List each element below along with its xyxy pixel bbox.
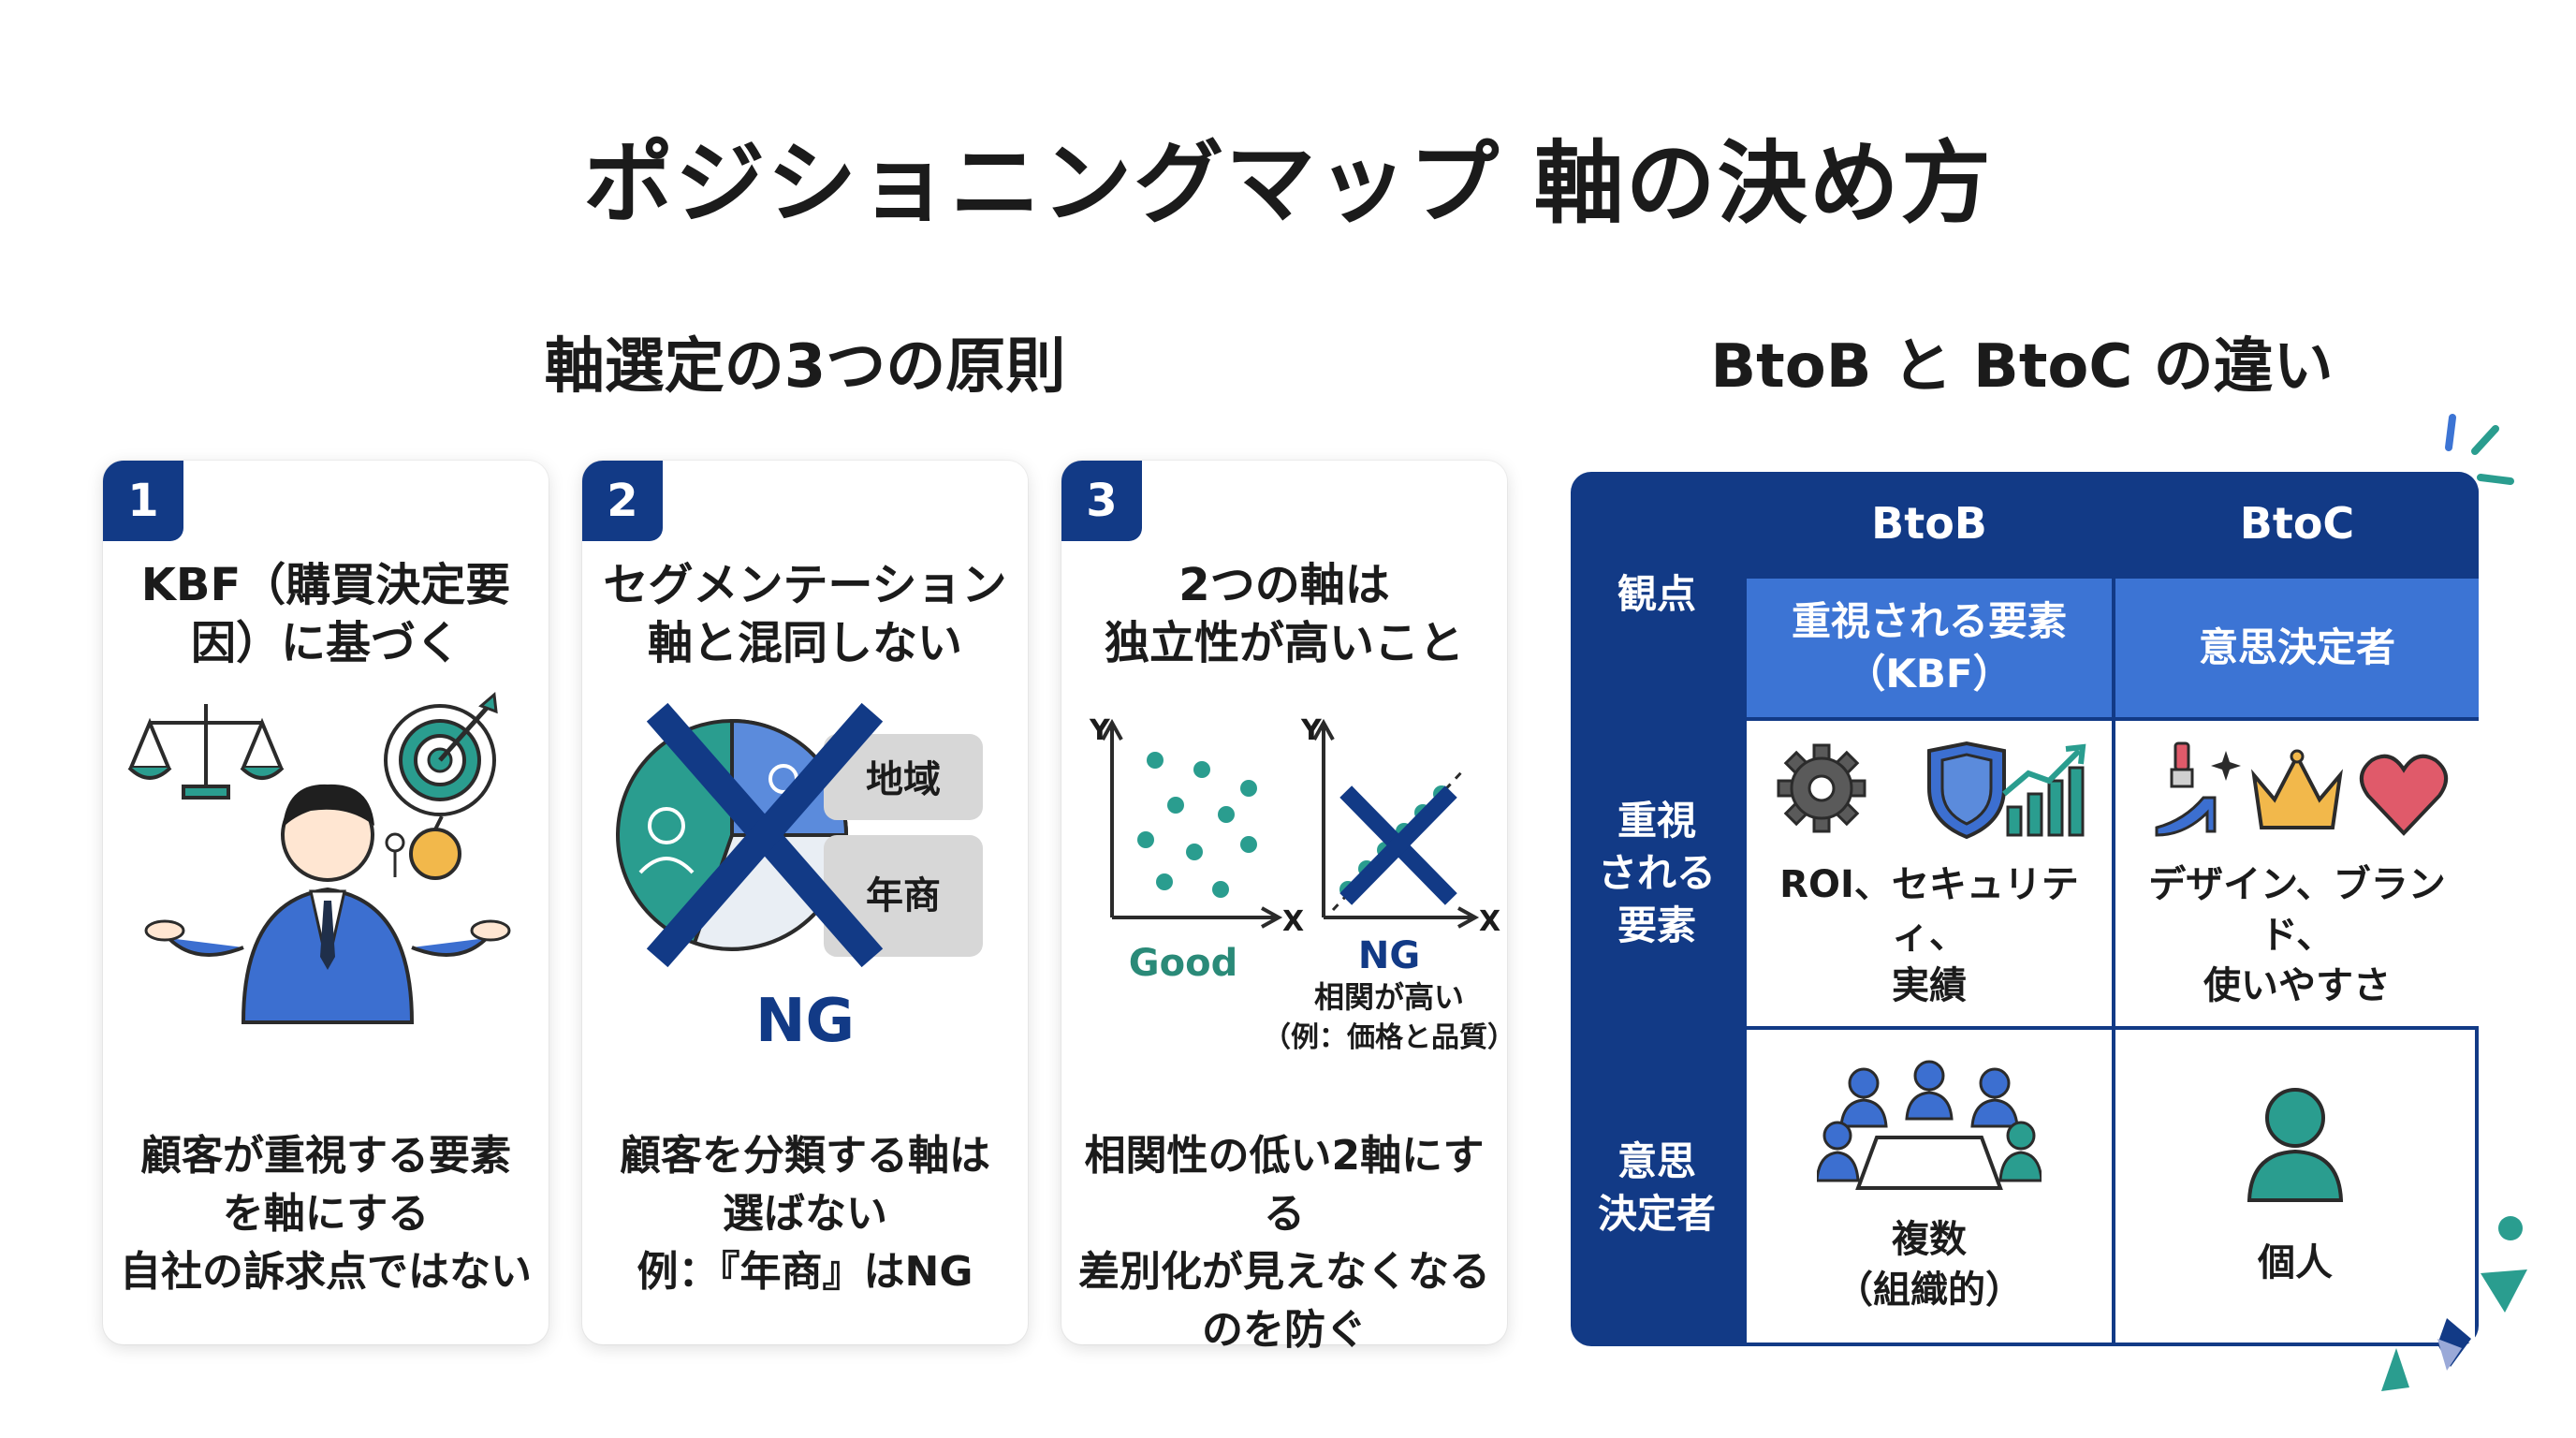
card-description: 顧客が重視する要素 を軸にする 自社の訴求点ではない: [120, 1132, 532, 1296]
axis-independence-illustration: Y X Good Y X: [1089, 714, 1507, 1054]
sub-header-btoc: 意思決定者: [2115, 579, 2479, 717]
businessman-icon: [144, 784, 511, 1024]
ng-cross-icon: [646, 702, 884, 968]
good-scatter-plot: Y X Good: [1089, 714, 1304, 985]
confetti-top-decoration: [2445, 414, 2514, 485]
cell-btob-decision-maker: 複数 （組織的）: [1747, 1030, 2112, 1343]
ng-cross-icon: [1339, 785, 1457, 905]
crown-icon: [2251, 749, 2343, 829]
row-header-decision-maker: 意思 決定者: [1597, 1138, 1716, 1237]
axis-x-label: X: [1282, 905, 1304, 938]
confetti-bottom-decoration: [2381, 1216, 2527, 1391]
btoc-factor-text: デザイン、ブランド、 使いやすさ: [2148, 863, 2446, 1007]
cell-btoc-key-factors: デザイン、ブランド、 使いやすさ: [2115, 721, 2479, 1026]
individual-person-icon: [2247, 1088, 2344, 1202]
right-section-heading: BtoB と BtoC の違い: [1710, 332, 2334, 402]
card-number-badge: 2: [582, 461, 663, 541]
left-section-heading: 軸選定の3つの原則: [544, 332, 1066, 402]
customer-kbf-illustration: [127, 692, 511, 1024]
card-title: KBF（購買決定要 因）に基づく: [140, 559, 511, 669]
axis-x-label: X: [1479, 905, 1500, 938]
btob-factor-icons: [1777, 741, 2086, 839]
btoc-decision-text: 個人: [2258, 1241, 2333, 1284]
card-description: 相関性の低い2軸にする 差別化が見えなくなる のを防ぐ: [1078, 1132, 1490, 1354]
cell-btoc-decision-maker: 個人: [2115, 1030, 2475, 1343]
principle-card-3: 3 2つの軸は 独立性が高いこと Y X Good: [1061, 461, 1507, 1354]
btoc-factor-icons: [2155, 741, 2448, 837]
shield-icon: [1927, 741, 2006, 839]
tag-label-region: 地域: [866, 758, 941, 801]
row-header-key-factors: 重視 される 要素: [1597, 798, 1716, 948]
lipstick-heel-icon: [2155, 741, 2241, 837]
card-number-badge: 3: [1061, 461, 1142, 541]
gear-icon: [1777, 743, 1866, 833]
ng-scatter-plot: Y X NG 相関が高い （例：価格と品質）: [1263, 714, 1507, 1054]
scatter-points-dispersed: [1137, 752, 1257, 898]
row-header-viewpoint: 観点: [1617, 571, 1696, 617]
cell-btob-key-factors: ROI、セキュリティ、 実績: [1747, 721, 2112, 1026]
principle-card-2: 2 セグメンテーション 軸と混同しない 地域 年商 NG 顧客を分類する軸は 選…: [582, 461, 1028, 1344]
col-header-btoc: BtoC: [2115, 472, 2479, 575]
group-meeting-icon: [1817, 1060, 2042, 1190]
balance-scale-icon: [127, 704, 285, 800]
btob-factor-text: ROI、セキュリティ、 実績: [1779, 863, 2079, 1007]
card-title: 2つの軸は 独立性が高いこと: [1104, 559, 1464, 669]
axis-y-label: Y: [1089, 714, 1111, 747]
good-label: Good: [1129, 942, 1237, 985]
card-description: 顧客を分類する軸は 選ばない 例：『年商』はNG: [620, 1132, 990, 1296]
tag-label-revenue: 年商: [866, 874, 941, 917]
ng-label: NG: [755, 987, 855, 1056]
ng-note-line: 相関が高い: [1314, 979, 1464, 1015]
col-header-btob: BtoB: [1747, 472, 2112, 575]
heart-icon: [2360, 754, 2448, 836]
segment-pie-icon: [616, 718, 849, 951]
axis-y-label: Y: [1300, 714, 1323, 747]
target-icon: [384, 692, 498, 816]
segment-tag-boxes: 地域 年商: [824, 734, 983, 957]
segmentation-ng-illustration: 地域 年商 NG: [616, 702, 983, 1056]
ng-note-line: （例：価格と品質）: [1263, 1021, 1507, 1054]
ng-label: NG: [1358, 934, 1420, 977]
sub-header-btob: 重視される要素 （KBF）: [1747, 579, 2112, 717]
card-title: セグメンテーション 軸と混同しない: [603, 559, 1007, 669]
growth-chart-icon: [2002, 743, 2086, 837]
btob-btoc-comparison-table: 観点 BtoB BtoC 重視される要素 （KBF） 意思決定者 重視 される …: [1571, 472, 2479, 1346]
card-number-badge: 1: [103, 461, 183, 541]
btob-decision-text: 複数 （組織的）: [1836, 1218, 2023, 1312]
apple-icon: [385, 815, 461, 880]
principle-card-1: 1 KBF（購買決定要 因）に基づく: [103, 461, 549, 1344]
page-title: ポジショニングマップ 軸の決め方: [583, 131, 1993, 236]
